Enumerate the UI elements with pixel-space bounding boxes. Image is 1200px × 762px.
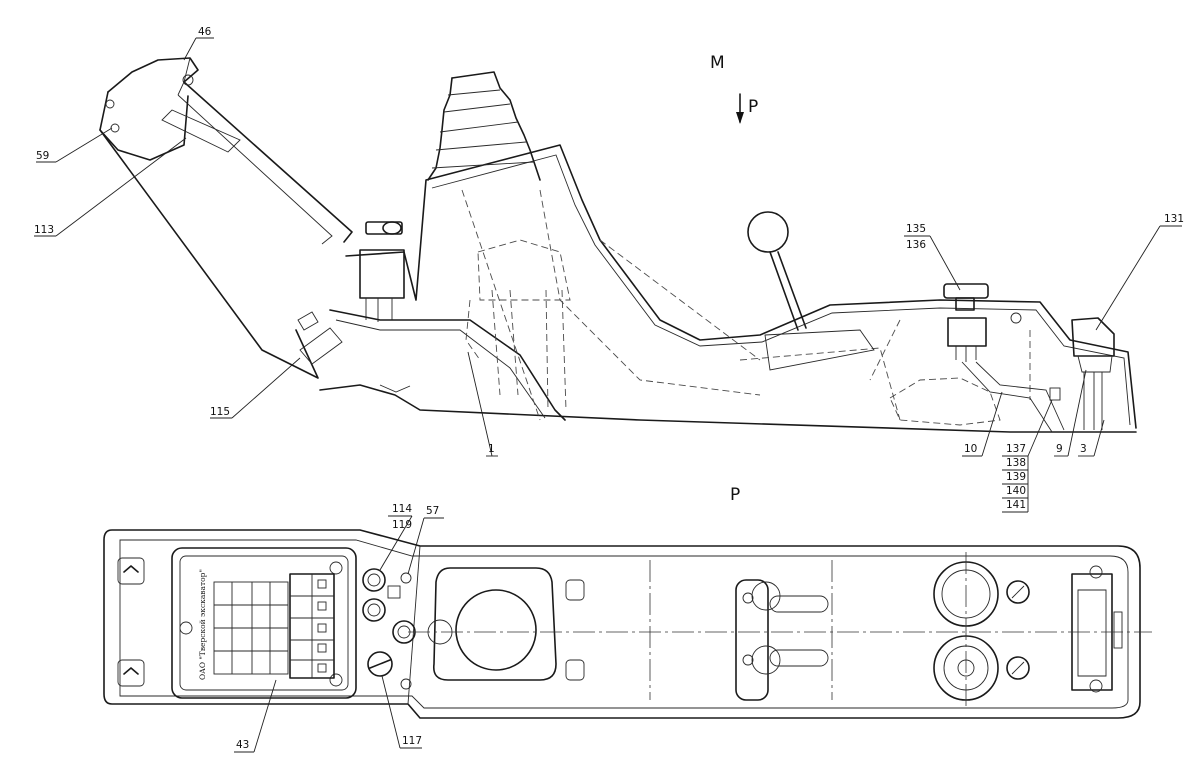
callout-59: 59	[36, 150, 49, 162]
joystick-opening	[427, 567, 585, 681]
callout-139: 139	[1006, 471, 1026, 483]
callout-46: 46	[198, 26, 212, 38]
slotted-plate	[735, 579, 829, 701]
callout-9: 9	[1056, 443, 1063, 455]
rotary-switch	[943, 283, 1065, 433]
connector	[1049, 317, 1115, 430]
side-callouts: 46 59 113 115 1 135 136 131 10 137	[34, 26, 1184, 513]
console-body	[319, 144, 1137, 433]
callout-115: 115	[210, 406, 230, 418]
callout-119: 119	[392, 519, 412, 531]
instrument-panel: ОАО "Тверской экскаватор"	[171, 547, 357, 699]
callout-140: 140	[1006, 485, 1026, 497]
plan-callouts: 114 119 57 43 117	[234, 503, 444, 753]
manufacturer-plate: ОАО "Тверской экскаватор"	[198, 569, 207, 680]
callout-114: 114	[392, 503, 412, 515]
view-label-p: P	[730, 485, 740, 505]
callout-1: 1	[488, 443, 495, 455]
callout-135: 135	[906, 223, 926, 235]
key-switch	[359, 221, 405, 322]
plan-view: P ОАО "Тверской экскаватор"	[103, 485, 1152, 753]
joystick-boot	[427, 71, 541, 181]
callout-10: 10	[964, 443, 977, 455]
callout-137: 137	[1006, 443, 1026, 455]
callout-136: 136	[906, 239, 926, 251]
arrow-label-p: P	[748, 97, 758, 117]
side-view: 46 59 113 115 1 135 136 131 10 137	[34, 26, 1184, 513]
lever-knob	[747, 211, 875, 371]
callout-138: 138	[1006, 457, 1026, 469]
left-mounts	[117, 557, 193, 687]
callout-43: 43	[236, 739, 249, 751]
callout-117: 117	[402, 735, 422, 747]
view-arrow-p: P	[736, 93, 758, 124]
callout-113: 113	[34, 224, 54, 236]
round-openings	[933, 561, 1030, 701]
callout-141: 141	[1006, 499, 1026, 511]
panel-switches	[362, 568, 416, 690]
view-label-m: М	[710, 53, 725, 73]
callout-57: 57	[426, 505, 439, 517]
callout-3: 3	[1080, 443, 1087, 455]
right-connector	[1071, 565, 1123, 693]
hidden-internals	[461, 189, 1031, 426]
callout-131: 131	[1164, 213, 1184, 225]
instrument-housing	[99, 57, 353, 379]
